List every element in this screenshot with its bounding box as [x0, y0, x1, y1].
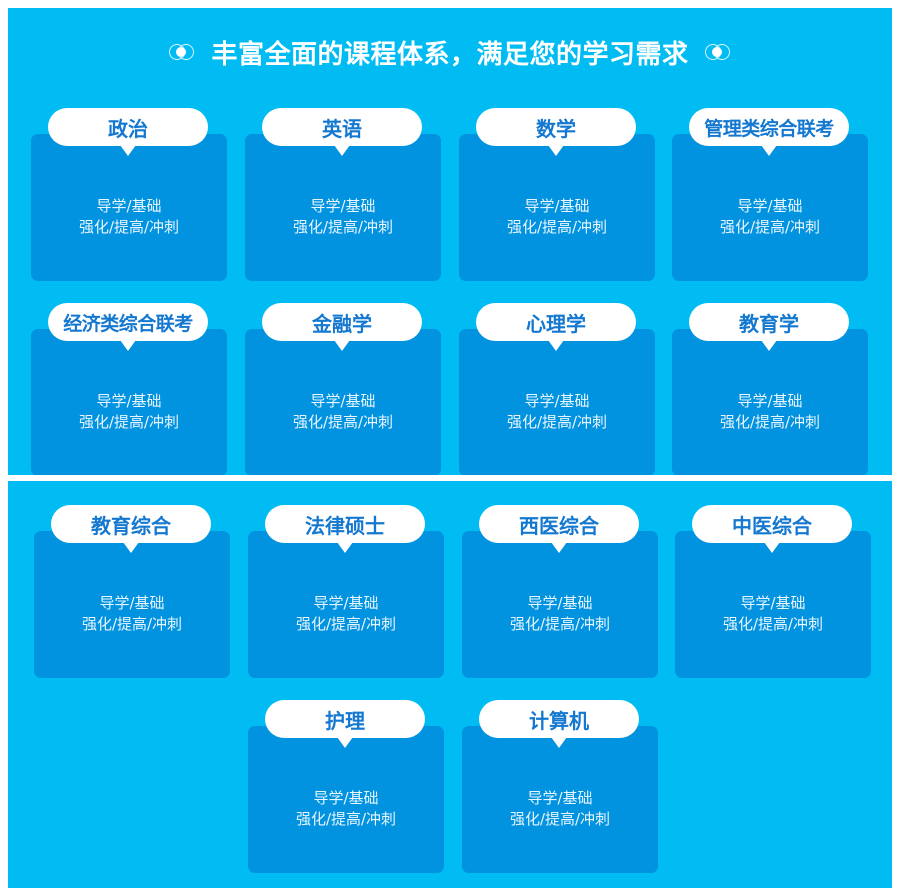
course-title-bubble: 护理: [265, 700, 425, 748]
course-stage-line: 强化/提高/冲刺: [722, 615, 824, 633]
course-card-computer[interactable]: 导学/基础强化/提高/冲刺 计算机: [462, 700, 658, 874]
course-title: 教育综合: [91, 513, 171, 538]
course-title: 中医综合: [732, 513, 812, 538]
course-stage-line: 导学/基础: [740, 594, 806, 612]
course-title-bubble: 法律硕士: [265, 505, 425, 553]
course-card-economics-joint-exam[interactable]: 导学/基础强化/提高/冲刺 经济类综合联考: [31, 303, 227, 475]
course-stage-line: 强化/提高/冲刺: [295, 810, 397, 828]
course-stage-line: 导学/基础: [99, 594, 165, 612]
card-body: 导学/基础强化/提高/冲刺: [459, 329, 655, 475]
course-title: 西医综合: [519, 513, 599, 538]
course-stage-line: 导学/基础: [313, 594, 379, 612]
card-body: 导学/基础强化/提高/冲刺: [34, 531, 230, 678]
course-stage-line: 强化/提高/冲刺: [78, 218, 180, 236]
course-stage-line: 导学/基础: [737, 392, 803, 410]
course-stage-line: 导学/基础: [524, 197, 590, 215]
double-ring-icon: [703, 43, 733, 61]
course-stage-line: 导学/基础: [527, 789, 593, 807]
course-card-politics[interactable]: 导学/基础强化/提高/冲刺 政治: [31, 108, 227, 282]
course-card-western-medicine[interactable]: 导学/基础强化/提高/冲刺 西医综合: [462, 505, 658, 679]
card-body: 导学/基础强化/提高/冲刺: [248, 726, 444, 873]
course-title: 管理类综合联考: [704, 117, 834, 140]
course-stage-line: 导学/基础: [524, 392, 590, 410]
course-card-math[interactable]: 导学/基础强化/提高/冲刺 数学: [459, 108, 655, 282]
course-stage-line: 导学/基础: [96, 392, 162, 410]
course-stage-line: 强化/提高/冲刺: [78, 413, 180, 431]
card-body: 导学/基础强化/提高/冲刺: [245, 329, 441, 475]
course-card-english[interactable]: 导学/基础强化/提高/冲刺 英语: [245, 108, 441, 282]
course-title: 政治: [108, 116, 148, 141]
course-card-nursing[interactable]: 导学/基础强化/提高/冲刺 护理: [248, 700, 444, 874]
course-stage-line: 强化/提高/冲刺: [509, 810, 611, 828]
course-title-bubble: 教育综合: [51, 505, 211, 553]
course-title-bubble: 政治: [48, 108, 208, 156]
course-title-bubble: 金融学: [262, 303, 422, 351]
course-title: 英语: [322, 116, 362, 141]
course-stage-line: 强化/提高/冲刺: [506, 218, 608, 236]
card-body: 导学/基础强化/提高/冲刺: [462, 726, 658, 873]
course-title: 数学: [536, 116, 576, 141]
course-stage-line: 强化/提高/冲刺: [292, 413, 394, 431]
course-stage-line: 强化/提高/冲刺: [719, 218, 821, 236]
course-stage-line: 强化/提高/冲刺: [292, 218, 394, 236]
course-card-education-comprehensive[interactable]: 导学/基础强化/提高/冲刺 教育综合: [34, 505, 230, 679]
card-body: 导学/基础强化/提高/冲刺: [675, 531, 871, 678]
course-stage-line: 强化/提高/冲刺: [81, 615, 183, 633]
course-title: 计算机: [529, 708, 589, 733]
course-card-law-master[interactable]: 导学/基础强化/提高/冲刺 法律硕士: [248, 505, 444, 679]
course-stage-line: 强化/提高/冲刺: [506, 413, 608, 431]
course-stage-line: 强化/提高/冲刺: [295, 615, 397, 633]
course-stage-line: 导学/基础: [527, 594, 593, 612]
course-card-education[interactable]: 导学/基础强化/提高/冲刺 教育学: [672, 303, 868, 475]
course-title-bubble: 计算机: [479, 700, 639, 748]
course-panel-bottom: 导学/基础强化/提高/冲刺 教育综合 导学/基础强化/提高/冲刺 法律硕士 导学…: [8, 481, 892, 888]
course-title: 经济类综合联考: [63, 312, 193, 335]
course-title-bubble: 西医综合: [479, 505, 639, 553]
card-body: 导学/基础强化/提高/冲刺: [459, 134, 655, 281]
course-stage-line: 导学/基础: [96, 197, 162, 215]
course-card-finance[interactable]: 导学/基础强化/提高/冲刺 金融学: [245, 303, 441, 475]
card-body: 导学/基础强化/提高/冲刺: [462, 531, 658, 678]
course-title: 金融学: [312, 311, 372, 336]
course-title-bubble: 管理类综合联考: [689, 108, 849, 156]
course-stage-line: 强化/提高/冲刺: [509, 615, 611, 633]
course-stage-line: 导学/基础: [737, 197, 803, 215]
course-card-chinese-medicine[interactable]: 导学/基础强化/提高/冲刺 中医综合: [675, 505, 871, 679]
course-card-management-joint-exam[interactable]: 导学/基础强化/提高/冲刺 管理类综合联考: [672, 108, 868, 282]
section-header: 丰富全面的课程体系，满足您的学习需求: [8, 32, 892, 72]
course-title: 教育学: [739, 311, 799, 336]
course-stage-line: 强化/提高/冲刺: [719, 413, 821, 431]
course-stage-line: 导学/基础: [310, 197, 376, 215]
card-body: 导学/基础强化/提高/冲刺: [248, 531, 444, 678]
course-title: 法律硕士: [305, 513, 385, 538]
course-title-bubble: 数学: [476, 108, 636, 156]
course-card-psychology[interactable]: 导学/基础强化/提高/冲刺 心理学: [459, 303, 655, 475]
course-stage-line: 导学/基础: [310, 392, 376, 410]
course-title-bubble: 中医综合: [692, 505, 852, 553]
card-body: 导学/基础强化/提高/冲刺: [31, 134, 227, 281]
course-title-bubble: 经济类综合联考: [48, 303, 208, 351]
card-body: 导学/基础强化/提高/冲刺: [672, 329, 868, 475]
card-body: 导学/基础强化/提高/冲刺: [245, 134, 441, 281]
course-title: 心理学: [526, 311, 586, 336]
course-stage-line: 导学/基础: [313, 789, 379, 807]
double-ring-icon: [167, 43, 197, 61]
course-title-bubble: 英语: [262, 108, 422, 156]
card-body: 导学/基础强化/提高/冲刺: [672, 134, 868, 281]
course-panel-top: 丰富全面的课程体系，满足您的学习需求 导学/基础强化/提高/冲刺 政治 导学/基…: [8, 8, 892, 475]
course-title-bubble: 心理学: [476, 303, 636, 351]
course-title-bubble: 教育学: [689, 303, 849, 351]
section-title: 丰富全面的课程体系，满足您的学习需求: [211, 39, 689, 70]
card-body: 导学/基础强化/提高/冲刺: [31, 329, 227, 475]
course-title: 护理: [325, 708, 365, 733]
